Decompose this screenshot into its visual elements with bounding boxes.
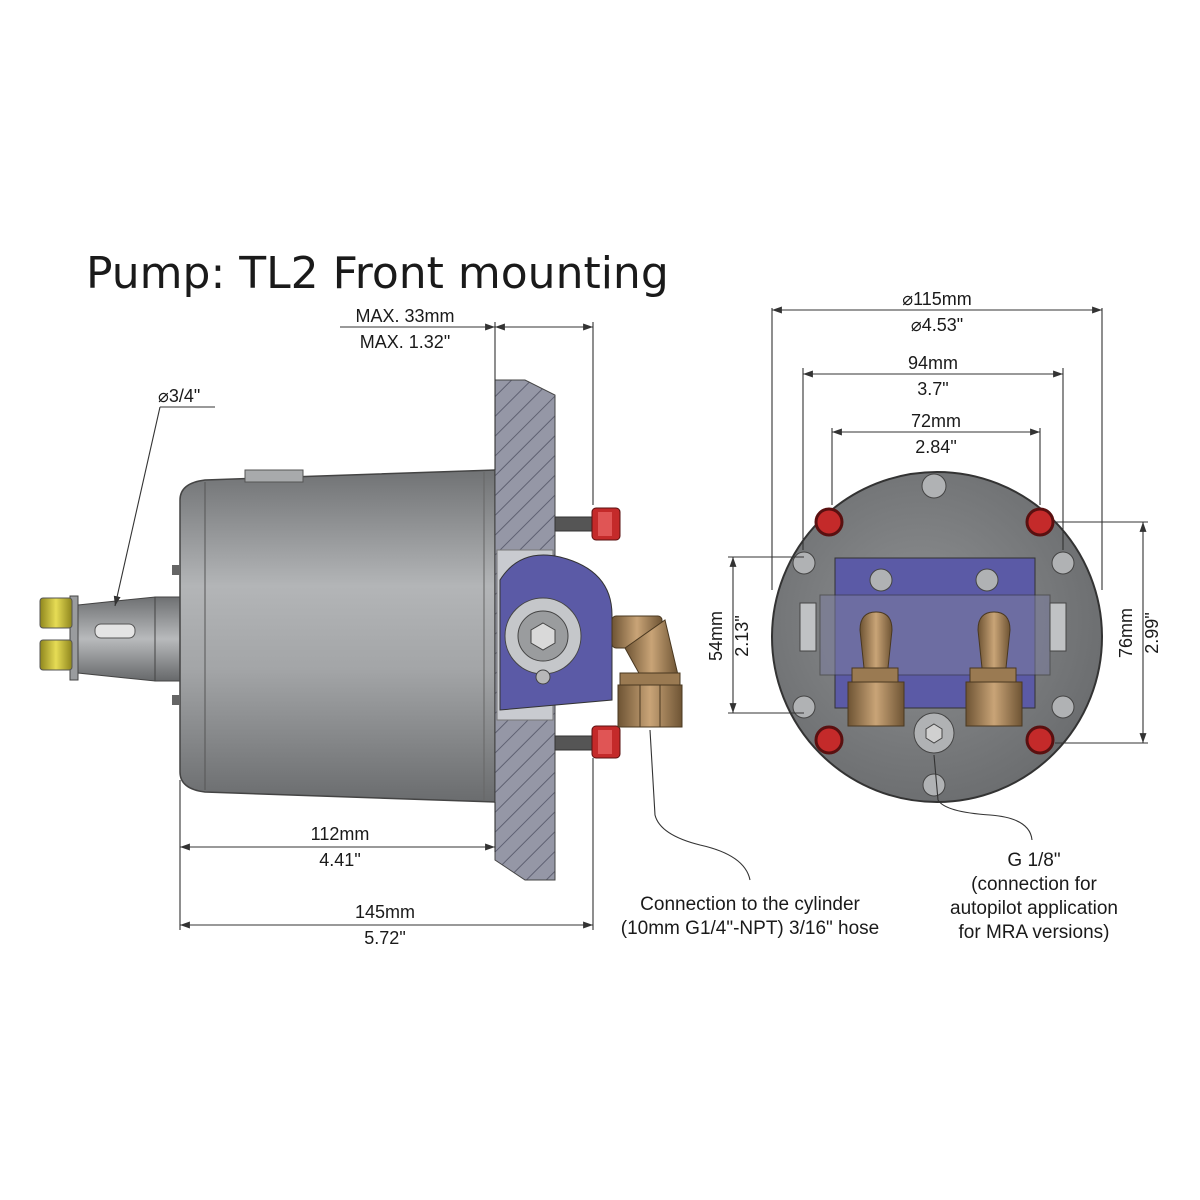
port-note-line2: (connection for: [971, 874, 1097, 895]
fill-plug: [244, 469, 304, 483]
drawing-title: Pump: TL2 Front mounting: [86, 248, 669, 299]
manifold-block: [499, 554, 613, 711]
mounting-stud-top: [554, 507, 621, 541]
height-54-in: 2.13": [732, 615, 752, 656]
cylinder-note-line2: (10mm G1/4"-NPT) 3/16" hose: [621, 918, 879, 939]
cylinder-note-line1: Connection to the cylinder: [640, 894, 860, 915]
port-note-line1: G 1/8": [1007, 850, 1060, 871]
height-54-mm: 54mm: [706, 611, 726, 661]
shaft-nut-yellow: [39, 597, 73, 629]
mounting-stud-bottom: [554, 725, 621, 759]
panel-max-mm: MAX. 33mm: [355, 306, 454, 326]
outer-diameter-in: ⌀4.53": [911, 315, 963, 335]
flange-screws: [792, 473, 1075, 797]
width-72-mm: 72mm: [911, 411, 961, 431]
overall-length-in: 5.72": [364, 928, 405, 948]
side-view: ⌀3/4" MAX. 33mm MAX. 1.32" 112mm 4.41" 1…: [39, 306, 879, 948]
width-94-mm: 94mm: [908, 353, 958, 373]
height-76-mm: 76mm: [1116, 608, 1136, 658]
elbow-fitting: [611, 615, 683, 728]
shaft-keyway: [94, 623, 136, 639]
width-94-in: 3.7": [917, 379, 948, 399]
panel-max-in: MAX. 1.32": [360, 332, 450, 352]
front-red-caps: [814, 507, 1055, 755]
port-note-line4: for MRA versions): [959, 922, 1110, 943]
outer-diameter-mm: ⌀115mm: [902, 289, 972, 309]
port-note-line3: autopilot application: [950, 898, 1118, 919]
height-76-in: 2.99": [1142, 612, 1162, 653]
front-view: ⌀115mm ⌀4.53" 94mm 3.7" 72mm 2.84" 54mm …: [706, 289, 1162, 943]
body-length-in: 4.41": [319, 850, 360, 870]
overall-length-mm: 145mm: [355, 902, 415, 922]
input-shaft: [39, 595, 181, 682]
port-fitting-left: [847, 611, 905, 727]
pump-body: [172, 469, 496, 803]
shaft-diameter-label: ⌀3/4": [158, 386, 200, 406]
port-fitting-right: [965, 611, 1023, 727]
width-72-in: 2.84": [915, 437, 956, 457]
body-length-mm: 112mm: [311, 824, 370, 844]
